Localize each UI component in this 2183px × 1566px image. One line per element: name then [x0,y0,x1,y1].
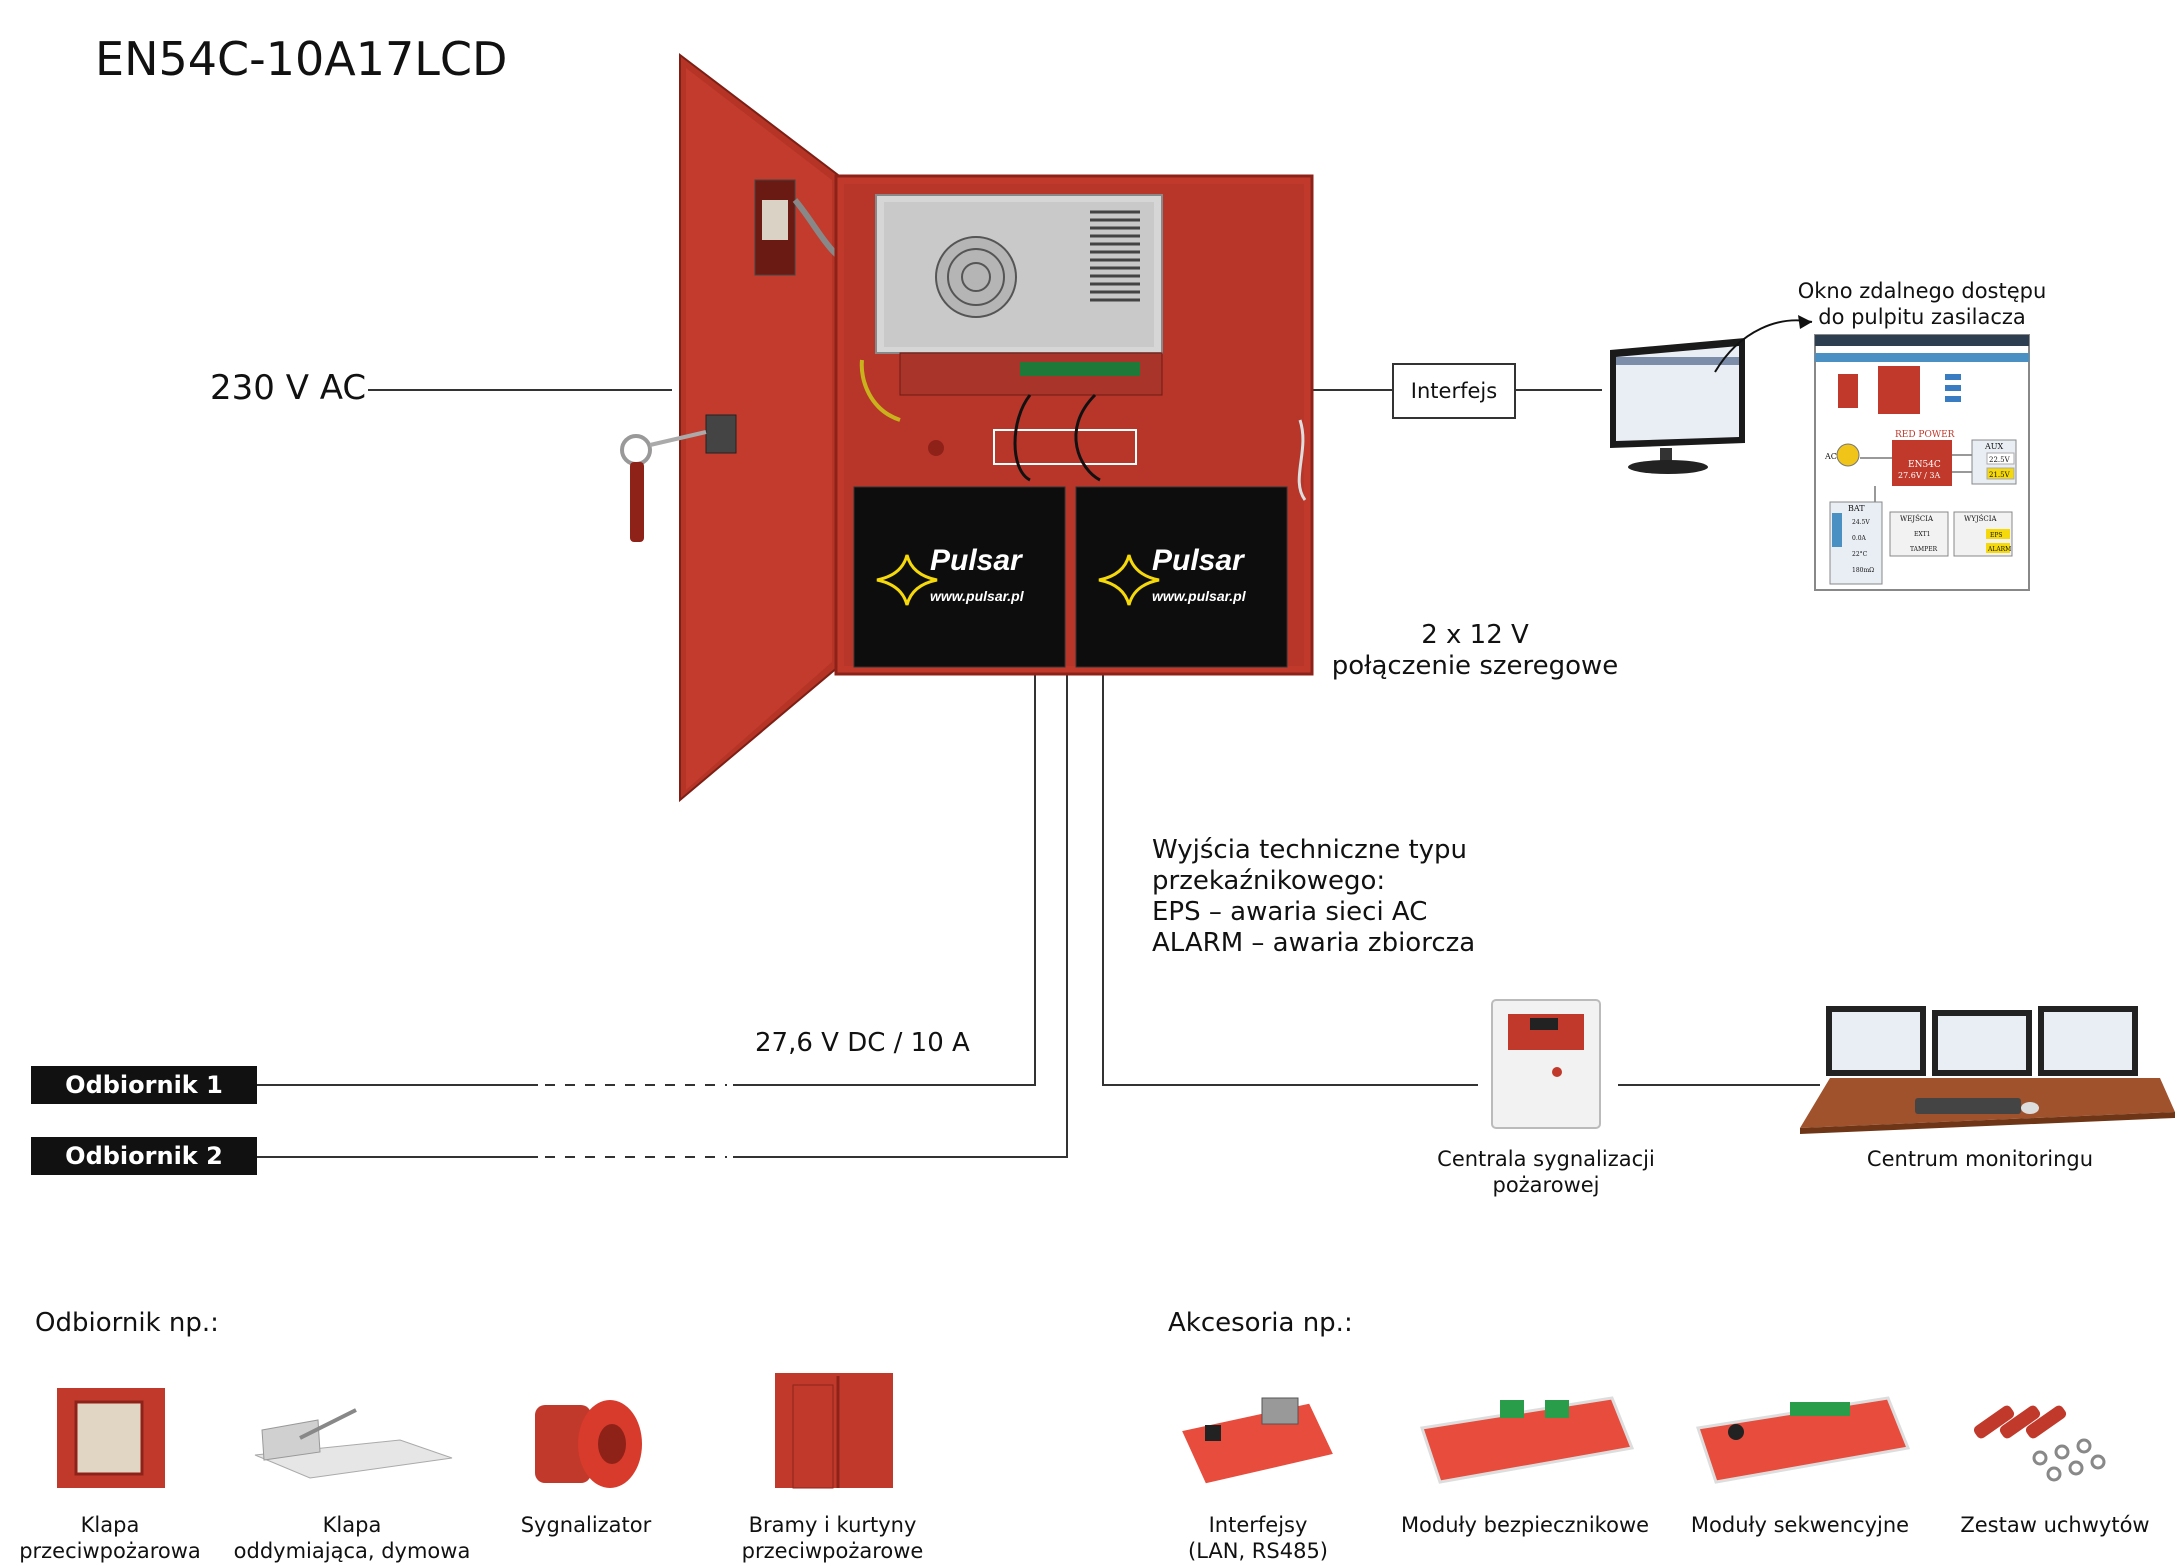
accessory-example-4-line-1: Zestaw uchwytów [1960,1513,2150,1537]
screen-model: EN54C [1908,460,1941,470]
screen-bat-2: 0.0A [1852,535,1867,542]
screen-brand: RED POWER [1895,430,1955,440]
receiver-example-4: Bramy i kurtyny przeciwpożarowe [730,1512,935,1564]
battery-2-url: www.pulsar.pl [1152,588,1247,604]
accessory-example-2: Moduły bezpiecznikowe [1400,1512,1650,1538]
accessory-example-1-line-1: Interfejsy [1208,1513,1308,1537]
page-title: EN54C-10A17LCD [95,32,508,86]
accessory-example-3: Moduły sekwencyjne [1680,1512,1920,1538]
monitoring-center-icon [1800,1006,2175,1134]
screen-bat-4: 180mΩ [1852,567,1874,574]
screen-outputs-label: WYJŚCIA [1964,514,1998,523]
fire-panel-line-1: Centrala sygnalizacji [1437,1147,1655,1171]
screen-psu-box [1892,440,1952,486]
screen-inputs-label: WEJŚCIA [1900,514,1934,523]
fuse-module-icon [1420,1396,1635,1484]
relay-outputs-note: Wyjścia techniczne typu przekaźnikowego:… [1152,835,1475,959]
receiver-example-1-line-2: przeciwpożarowa [19,1539,201,1563]
screen-aux-1: 22.5V [1989,456,2011,464]
door-lock [705,414,737,454]
screen-ac-label: AC [1824,452,1837,461]
relay-outputs-line-1: Wyjścia techniczne typu [1152,835,1468,865]
screen-ac-icon [1836,443,1860,467]
relay-wire [1102,675,1478,1086]
screen-input-2: TAMPER [1910,546,1938,553]
output-rating-label: 27,6 V DC / 10 A [755,1028,970,1058]
screen-aux-label: AUX [1984,442,2004,451]
key [630,462,644,542]
accessory-example-1-line-2: (LAN, RS485) [1188,1539,1328,1563]
receiver-example-3-line-1: Sygnalizator [520,1513,652,1537]
screen-output-1: EPS [1990,532,2003,539]
screen-bat-label: BAT [1848,504,1865,513]
receiver-example-2-line-2: oddymiająca, dymowa [233,1539,471,1563]
receiver-2-label: Odbiornik 2 [31,1137,257,1175]
mounting-brackets-icon [1973,1405,2106,1482]
screen-bat-1: 24.5V [1852,519,1870,526]
battery-note-line-1: 2 x 12 V [1421,620,1529,650]
screen-aux-2: 21.5V [1989,471,2011,479]
remote-access-label: Okno zdalnego dostępu do pulpitu zasilac… [1792,278,2052,330]
battery-1-url: www.pulsar.pl [930,588,1025,604]
receivers-heading: Odbiornik np.: [35,1308,219,1338]
relay-outputs-line-3: EPS – awaria sieci AC [1152,897,1428,927]
key-ring [620,434,652,466]
battery-1-logo-icon [876,554,938,606]
interface-box: Interfejs [1392,363,1516,419]
screen-rating: 27.6V / 3A [1898,471,1940,480]
accessory-example-4: Zestaw uchwytów [1950,1512,2160,1538]
receiver-example-4-line-2: przeciwpożarowe [741,1539,924,1563]
enclosure-body: Pulsar www.pulsar.pl Pulsar www.pulsar.p… [834,174,1314,676]
sounder-icon [535,1400,642,1488]
accessory-example-3-line-1: Moduły sekwencyjne [1690,1513,1910,1537]
fire-panel-line-2: pożarowej [1492,1173,1600,1197]
receiver-example-1: Klapa przeciwpożarowa [10,1512,210,1564]
screen-input-1: EXT1 [1914,531,1930,538]
fire-panel-label: Centrala sygnalizacji pożarowej [1420,1146,1672,1198]
fire-panel-icon [1491,999,1601,1129]
receiver-1-label: Odbiornik 1 [31,1066,257,1104]
battery-1-brand: Pulsar [930,544,1024,577]
receiver-example-4-line-1: Bramy i kurtyny [748,1513,917,1537]
accessories-heading: Akcesoria np.: [1168,1308,1353,1338]
screen-bat-3: 22°C [1852,551,1868,558]
monitoring-center-label: Centrum monitoringu [1866,1147,2094,1171]
remote-access-line-1: Okno zdalnego dostępu [1797,279,2047,303]
vent-grille [1090,210,1140,302]
output-wire-1 [733,675,1036,1086]
receiver-example-2: Klapa oddymiająca, dymowa [232,1512,472,1564]
enclosure-door [620,52,861,803]
wires [257,389,1820,1158]
screen-output-2: ALARM [1987,546,2011,553]
interface-module-icon [1177,1397,1338,1487]
screen-inputs-box [1889,511,1949,557]
receiver-example-3: Sygnalizator [486,1512,686,1538]
smoke-vent-icon [254,1408,453,1479]
relay-outputs-line-4: ALARM – awaria zbiorcza [1152,928,1476,958]
monitor-icon [1610,315,1813,474]
battery-2-logo-icon [1098,554,1160,606]
battery-note-line-2: połączenie szeregowe [1331,651,1619,681]
receiver-example-1-line-1: Klapa [80,1513,140,1537]
output-wire-2 [733,675,1068,1158]
receiver-example-2-line-1: Klapa [322,1513,382,1537]
remote-access-screen: RED POWER AC EN54C 27.6V / 3A AUX 22.5V … [1814,334,2030,591]
fire-damper-icon [57,1388,165,1488]
relay-outputs-line-2: przekaźnikowego: [1152,866,1386,896]
accessory-example-2-line-1: Moduły bezpiecznikowe [1400,1513,1650,1537]
remote-access-line-2: do pulpitu zasilacza [1818,305,2026,329]
battery-2-brand: Pulsar [1152,544,1246,577]
power-input-label: 230 V AC [210,368,367,408]
battery-note: 2 x 12 V połączenie szeregowe [1330,620,1620,682]
sequence-module-icon [1696,1396,1911,1484]
fire-door-icon [775,1373,893,1489]
accessory-example-1: Interfejsy (LAN, RS485) [1158,1512,1358,1564]
